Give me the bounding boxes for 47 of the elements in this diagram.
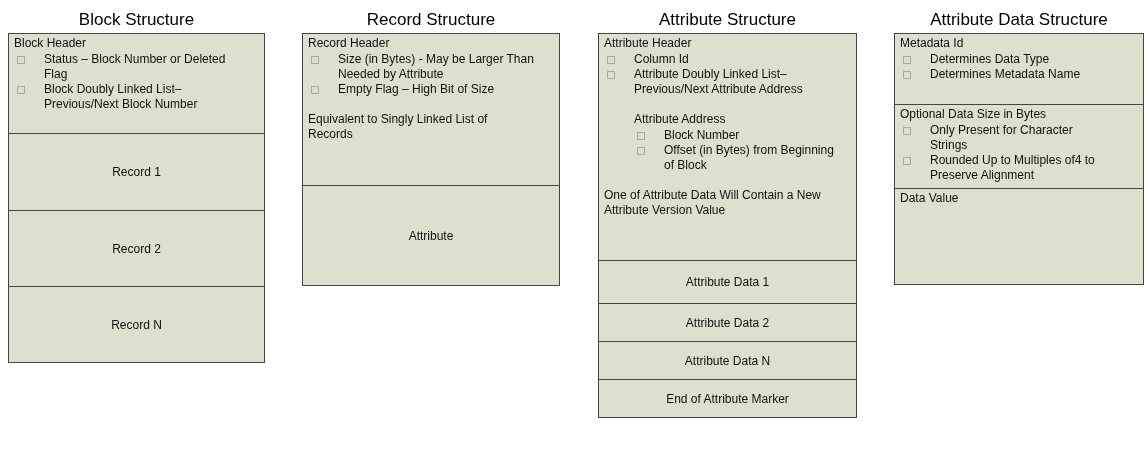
bullet-text: Rounded Up to Multiples of4 to Preserve Alignment xyxy=(930,153,1096,183)
structure-box xyxy=(302,33,560,186)
bullet-text: Status – Block Number or Deleted Flag xyxy=(44,52,227,82)
structure-box xyxy=(598,341,857,380)
box-text: Equivalent to Singly Linked List of Records xyxy=(308,112,489,142)
box-label: Attribute Data N xyxy=(684,353,771,368)
structure-box xyxy=(302,185,560,286)
structure-box xyxy=(8,33,265,134)
box-label: Record 1 xyxy=(112,165,161,179)
box-label: Record 2 xyxy=(112,241,161,256)
structure-box xyxy=(598,379,857,418)
column-title: Attribute Structure xyxy=(658,10,797,30)
bullet-text: Attribute Doubly Linked List– Previous/Next Attribute Address xyxy=(634,67,804,97)
box-text: Data Value xyxy=(900,191,960,206)
box-label: End of Attribute Marker xyxy=(666,391,789,406)
structure-box xyxy=(894,188,1144,285)
box-text: Record Header xyxy=(308,36,391,51)
bullet-text: Block Doubly Linked List– Previous/Next Block Number xyxy=(44,82,199,112)
bullet-text: Empty Flag – High Bit of Size xyxy=(338,82,496,97)
box-label: Attribute xyxy=(408,228,454,243)
structure-box xyxy=(8,210,265,287)
structure-box xyxy=(894,104,1144,189)
structure-box xyxy=(8,133,265,211)
column-title: Attribute Data Structure xyxy=(929,10,1109,30)
box-text: Attribute Address xyxy=(634,112,727,127)
column-title: Block Structure xyxy=(77,10,196,30)
column-title: Record Structure xyxy=(365,10,497,30)
bullet-text: Offset (in Bytes) from Beginning of Block xyxy=(664,143,834,173)
bullet-text: Size (in Bytes) - May be Larger Than Needed by Attribute xyxy=(338,52,535,82)
structure-box xyxy=(8,286,265,363)
box-text: Optional Data Size in Bytes xyxy=(900,107,1048,122)
bullet-text: Only Present for Character Strings xyxy=(930,123,1074,153)
bullet-text: Block Number xyxy=(664,128,741,143)
box-label: Record N xyxy=(111,317,162,332)
structure-box xyxy=(598,33,857,261)
bullet-text: Determines Data Type xyxy=(930,52,1051,67)
box-text: Attribute Header xyxy=(604,36,693,51)
box-label: Attribute Data 1 xyxy=(685,275,770,289)
box-text: Block Header xyxy=(14,36,88,51)
box-text: One of Attribute Data Will Contain a New Attribute Version Value xyxy=(604,188,822,218)
structure-box xyxy=(894,33,1144,105)
box-label: Attribute Data 2 xyxy=(685,315,770,330)
box-text: Metadata Id xyxy=(900,36,965,51)
structure-box xyxy=(598,260,857,304)
structure-box xyxy=(598,303,857,342)
bullet-text: Determines Metadata Name xyxy=(930,67,1082,82)
bullet-text: Column Id xyxy=(634,52,690,67)
